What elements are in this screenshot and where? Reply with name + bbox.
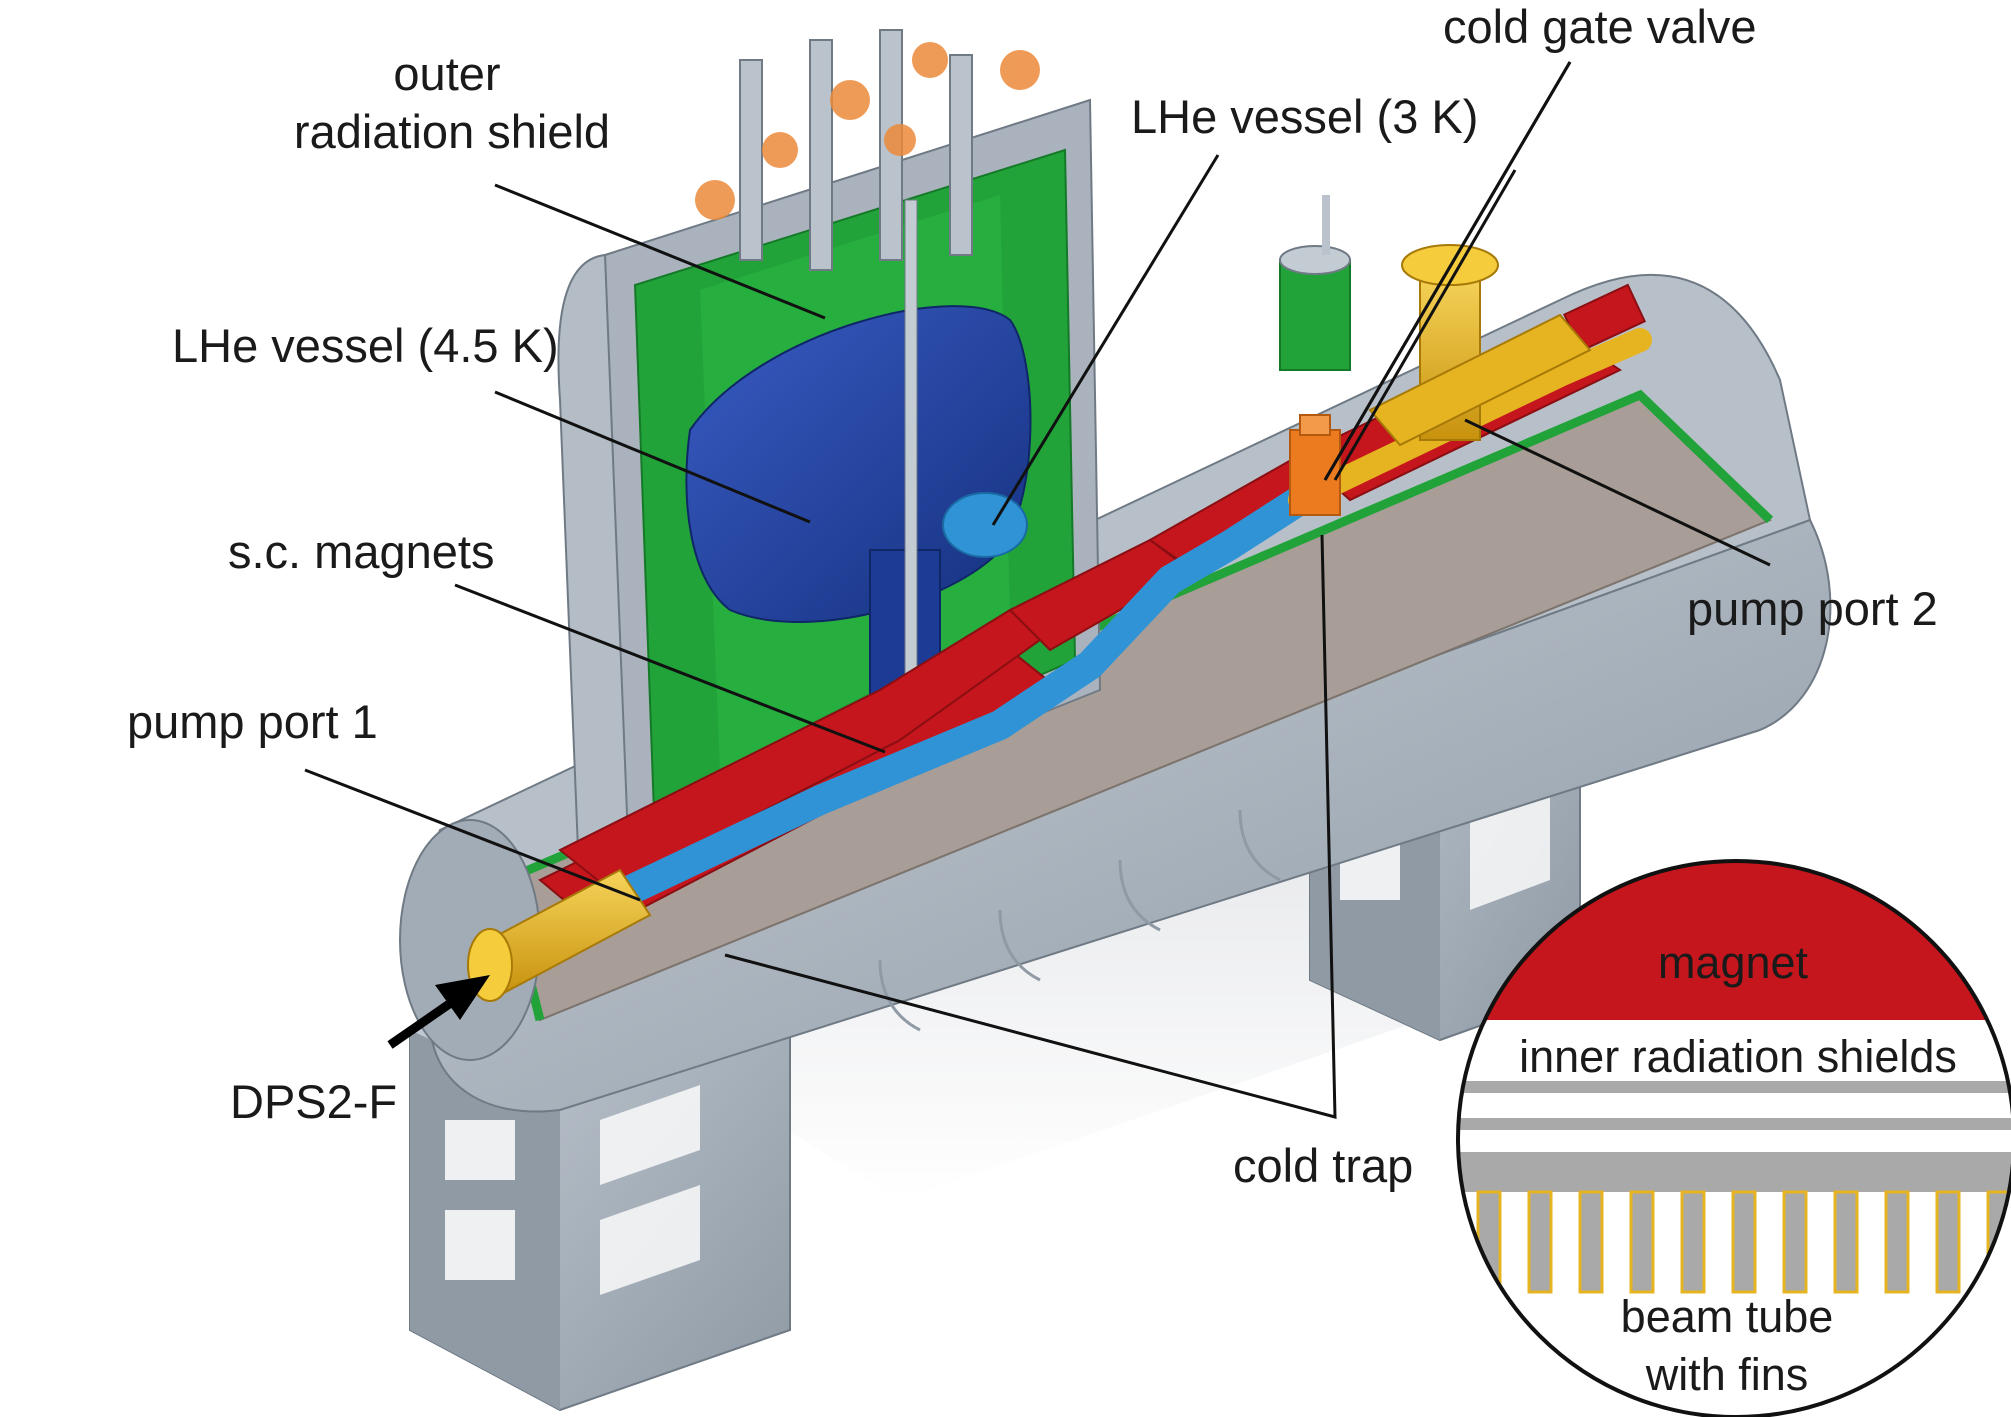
zoom-inner-shield-2 (1458, 1118, 2011, 1130)
lhe-vessel-3k (942, 492, 1028, 558)
cold-gate-valve (1289, 414, 1341, 516)
beam-entry-arrow (387, 975, 490, 1049)
label-dps2f: DPS2-F (230, 1075, 397, 1128)
fin (1680, 1190, 1706, 1294)
fin (1833, 1190, 1859, 1294)
zoom-label-beam-tube-line1: beam tube (1621, 1291, 1834, 1342)
label-cold-trap: cold trap (1233, 1139, 1413, 1192)
fin (1629, 1190, 1655, 1294)
label-pump-port-1: pump port 1 (127, 695, 378, 748)
zoom-label-beam-tube-line2: with fins (1645, 1349, 1809, 1400)
label-lhe-vessel-4-5k: LHe vessel (4.5 K) (172, 319, 559, 372)
fin (1731, 1190, 1757, 1294)
lhe-vessel-4-5k (685, 199, 1032, 701)
label-cold-gate-valve: cold gate valve (1443, 0, 1757, 53)
side-dome (1279, 195, 1351, 371)
zoom-label-magnet: magnet (1658, 937, 1809, 988)
zoom-label-inner-radiation-shields: inner radiation shields (1519, 1031, 1957, 1082)
zoom-beam-tube-wall (1458, 1152, 2011, 1192)
pump-port-2 (1368, 244, 1592, 447)
fin (1527, 1190, 1553, 1294)
fin (1578, 1190, 1604, 1294)
fin (1884, 1190, 1910, 1294)
label-pump-port-2: pump port 2 (1687, 582, 1938, 635)
beam-tube (605, 485, 1315, 910)
label-sc-magnets: s.c. magnets (228, 525, 494, 578)
fin (1782, 1190, 1808, 1294)
zoom-inner-shield-1 (1458, 1081, 2011, 1093)
fin (1935, 1190, 1961, 1294)
leader-lines (304, 61, 1771, 1119)
label-outer-radiation-shield-line2: radiation shield (294, 105, 610, 158)
zoom-inset: magnet inner radiation shields beam tube… (1456, 859, 2011, 1417)
label-outer-radiation-shield-line1: outer (393, 47, 500, 100)
label-lhe-vessel-3k: LHe vessel (3 K) (1131, 90, 1478, 143)
